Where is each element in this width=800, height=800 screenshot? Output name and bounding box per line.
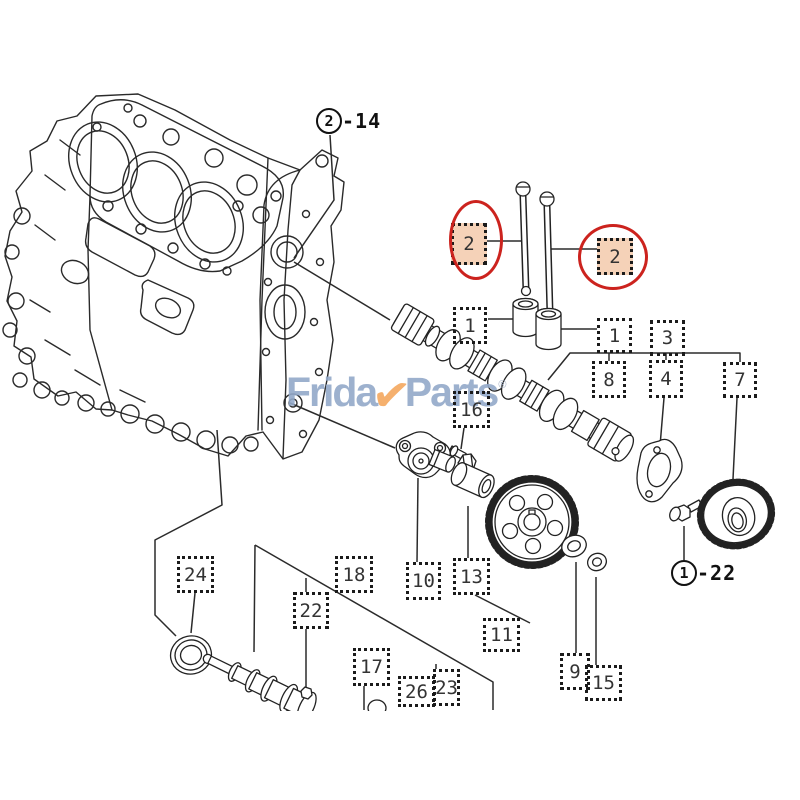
callout-box-10: 10 [406, 562, 441, 600]
bushing-drawing [450, 462, 495, 499]
nut-drawing [300, 686, 313, 700]
bracket-drawing [395, 431, 456, 479]
tappets-drawing [512, 297, 562, 351]
retainer-plate-drawing [636, 438, 683, 503]
washer-drawing [561, 534, 587, 558]
callout-box-1: 1 [453, 307, 487, 344]
callout-box-26: 26 [398, 676, 435, 707]
balancer-shaft-drawing [202, 653, 317, 711]
callout-box-22: 22 [293, 592, 329, 629]
callout-box-11: 11 [483, 618, 520, 652]
assembly-ref-1-22: 1 -22 [671, 560, 736, 586]
callout-box-3: 3 [650, 320, 685, 356]
registered-mark-icon: ® [498, 379, 507, 391]
bearing-drawing [169, 635, 213, 675]
callout-box-2: 2 [451, 223, 487, 265]
idler-gear-drawing [696, 478, 776, 550]
callout-box-24: 24 [177, 556, 214, 593]
callout-box-15: 15 [585, 665, 622, 701]
callout-box-7: 7 [723, 362, 757, 398]
callout-box-2: 2 [597, 238, 633, 275]
circled-number: 2 [316, 108, 342, 134]
watermark-text-left: Frida [286, 369, 378, 415]
bolt-16-drawing [448, 445, 477, 472]
cam-gear-drawing [485, 475, 579, 569]
engine-block-drawing [2, 93, 345, 460]
camshaft-drawing [390, 303, 635, 462]
callout-box-17: 17 [353, 648, 390, 686]
ref-suffix: -22 [697, 561, 737, 585]
callout-box-18: 18 [335, 556, 373, 593]
snap-ring-drawing [586, 552, 608, 572]
circled-number: 1 [671, 560, 697, 586]
callout-box-4: 4 [649, 360, 683, 398]
push-rods-drawing [515, 181, 556, 319]
ref-suffix: -14 [342, 109, 382, 133]
assembly-ref-2-14: 2 -14 [316, 108, 381, 134]
callout-box-1: 1 [597, 318, 632, 353]
leader-lines [154, 134, 741, 710]
watermark-check-icon: ✔ [369, 366, 414, 424]
callout-box-9: 9 [560, 653, 590, 690]
callout-box-8: 8 [592, 361, 626, 398]
callout-box-13: 13 [453, 558, 490, 595]
callout-box-16: 16 [453, 391, 490, 428]
callout-box-23: 23 [433, 669, 460, 706]
bolt-22-drawing [669, 499, 703, 522]
cut-part-drawing [367, 699, 387, 711]
